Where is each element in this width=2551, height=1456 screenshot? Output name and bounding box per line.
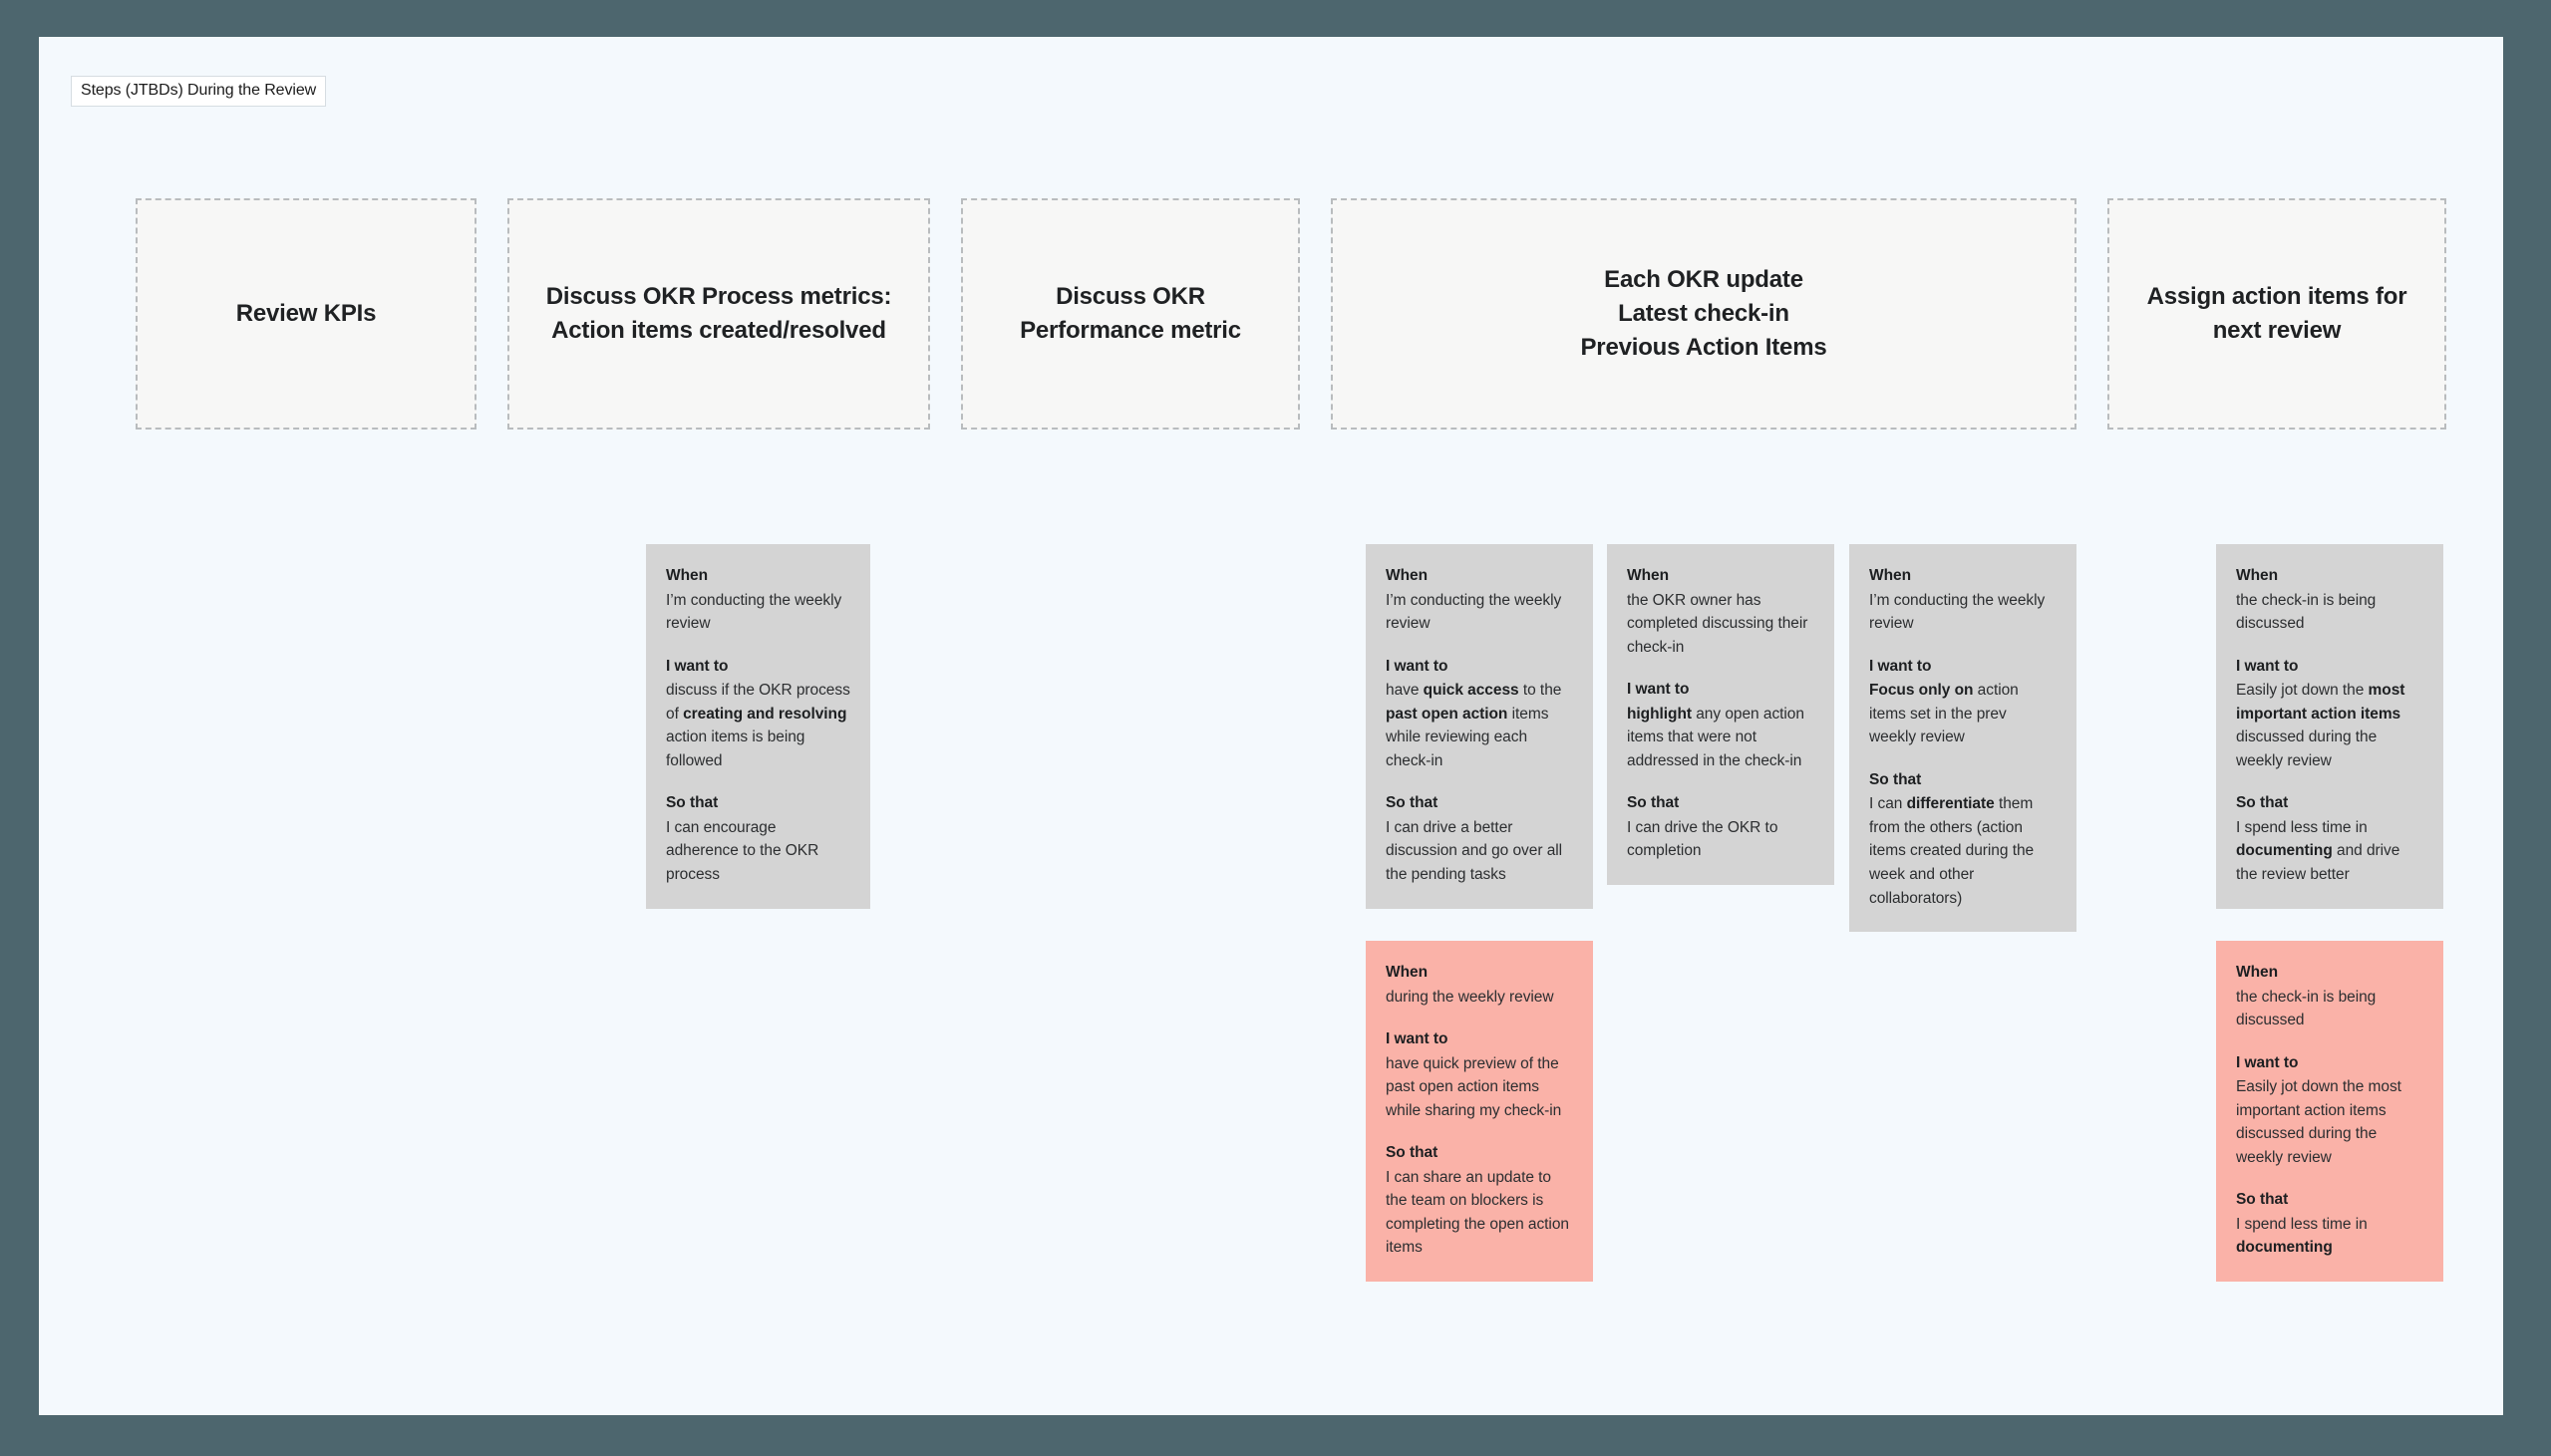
- step-label: Review KPIs: [235, 299, 377, 327]
- story-lead-so-that: So that: [1869, 770, 1922, 788]
- story-lead-so-that: So that: [1386, 1144, 1438, 1162]
- step-box-each-okr-update[interactable]: Each OKR update Latest check-in Previous…: [1331, 198, 2076, 430]
- story-body-when: during the weekly review: [1386, 988, 1554, 1006]
- story-lead-i-want-to: I want to: [1386, 657, 1448, 675]
- story-lead-when: When: [1386, 964, 1428, 981]
- story-body-when: the check-in is being discussed: [2236, 988, 2377, 1029]
- story-block-so-that: So that I can differentiate them from th…: [1869, 768, 2057, 910]
- story-body-i-want-to: discuss if the OKR process of creating a…: [666, 682, 850, 769]
- story-block-i-want-to: I want to have quick access to the past …: [1386, 655, 1573, 773]
- story-card[interactable]: When during the weekly review I want to …: [1366, 941, 1593, 1283]
- story-lead-i-want-to: I want to: [1627, 681, 1690, 699]
- story-lead-so-that: So that: [666, 794, 719, 812]
- step-label: Discuss OKR Performance metric: [1020, 282, 1241, 344]
- story-block-i-want-to: I want to have quick preview of the past…: [1386, 1027, 1573, 1122]
- story-lead-i-want-to: I want to: [666, 657, 729, 675]
- step-box-okr-performance-metric[interactable]: Discuss OKR Performance metric: [961, 198, 1300, 430]
- story-body-i-want-to: have quick access to the past open actio…: [1386, 682, 1562, 769]
- story-block-when: When the check-in is being discussed: [2236, 564, 2423, 636]
- story-lead-so-that: So that: [2236, 1191, 2289, 1209]
- story-lead-when: When: [2236, 567, 2278, 584]
- step-box-review-kpis[interactable]: Review KPIs: [136, 198, 477, 430]
- story-card[interactable]: When the OKR owner has completed discuss…: [1607, 544, 1834, 886]
- step-box-okr-process-metrics[interactable]: Discuss OKR Process metrics: Action item…: [507, 198, 930, 430]
- story-block-when: When I’m conducting the weekly review: [666, 564, 850, 636]
- story-lead-i-want-to: I want to: [2236, 657, 2299, 675]
- story-block-when: When I’m conducting the weekly review: [1869, 564, 2057, 636]
- story-body-i-want-to: have quick preview of the past open acti…: [1386, 1054, 1562, 1119]
- story-block-when: When during the weekly review: [1386, 961, 1573, 1009]
- frame-title[interactable]: Steps (JTBDs) During the Review: [71, 76, 327, 107]
- step-label: Each OKR update Latest check-in Previous…: [1580, 265, 1827, 362]
- story-block-when: When the OKR owner has completed discuss…: [1627, 564, 1814, 659]
- step-box-assign-action-items[interactable]: Assign action items for next review: [2107, 198, 2446, 430]
- story-block-so-that: So that I can drive a better discussion …: [1386, 791, 1573, 886]
- story-block-i-want-to: I want to Easily jot down the most impor…: [2236, 1051, 2423, 1170]
- story-body-so-that: I spend less time in documenting: [2236, 1215, 2368, 1257]
- story-block-so-that: So that I can encourage adherence to the…: [666, 791, 850, 886]
- story-body-when: I’m conducting the weekly review: [1869, 591, 2046, 633]
- story-block-i-want-to: I want to Focus only on action items set…: [1869, 655, 2057, 749]
- story-lead-so-that: So that: [1627, 794, 1680, 812]
- story-card[interactable]: When the check-in is being discussed I w…: [2216, 544, 2443, 909]
- story-card[interactable]: When the check-in is being discussed I w…: [2216, 941, 2443, 1283]
- story-body-so-that: I can differentiate them from the others…: [1869, 795, 2035, 907]
- story-block-when: When I’m conducting the weekly review: [1386, 564, 1573, 636]
- story-body-so-that: I can share an update to the team on blo…: [1386, 1168, 1569, 1257]
- story-lead-when: When: [1386, 567, 1428, 584]
- story-body-when: the OKR owner has completed discussing t…: [1627, 591, 1808, 656]
- story-lead-i-want-to: I want to: [1869, 657, 1932, 675]
- story-block-so-that: So that I can drive the OKR to completio…: [1627, 791, 1814, 863]
- story-block-i-want-to: I want to discuss if the OKR process of …: [666, 655, 850, 773]
- story-lead-when: When: [666, 567, 708, 584]
- story-lead-i-want-to: I want to: [1386, 1030, 1448, 1048]
- story-lead-when: When: [1869, 567, 1911, 584]
- story-card[interactable]: When I’m conducting the weekly review I …: [1849, 544, 2076, 933]
- step-label: Discuss OKR Process metrics: Action item…: [545, 282, 892, 344]
- story-block-so-that: So that I spend less time in documenting: [2236, 1188, 2423, 1260]
- story-body-i-want-to: Easily jot down the most important actio…: [2236, 1078, 2401, 1166]
- story-body-so-that: I spend less time in documenting and dri…: [2236, 818, 2400, 884]
- step-label: Assign action items for next review: [2146, 282, 2407, 344]
- story-body-when: I’m conducting the weekly review: [666, 591, 842, 633]
- story-body-i-want-to: highlight any open action items that wer…: [1627, 705, 1804, 769]
- story-body-i-want-to: Easily jot down the most important actio…: [2236, 682, 2405, 769]
- story-card[interactable]: When I’m conducting the weekly review I …: [1366, 544, 1593, 909]
- story-body-so-that: I can encourage adherence to the OKR pro…: [666, 818, 819, 884]
- story-block-i-want-to: I want to Easily jot down the most impor…: [2236, 655, 2423, 773]
- story-body-when: the check-in is being discussed: [2236, 591, 2377, 633]
- story-card[interactable]: When I’m conducting the weekly review I …: [646, 544, 870, 909]
- story-lead-when: When: [1627, 567, 1669, 584]
- story-body-i-want-to: Focus only on action items set in the pr…: [1869, 682, 2019, 746]
- story-lead-so-that: So that: [2236, 794, 2289, 812]
- story-block-so-that: So that I spend less time in documenting…: [2236, 791, 2423, 886]
- story-lead-when: When: [2236, 964, 2278, 981]
- board-canvas: Steps (JTBDs) During the Review Review K…: [39, 37, 2503, 1415]
- story-block-i-want-to: I want to highlight any open action item…: [1627, 678, 1814, 772]
- story-body-when: I’m conducting the weekly review: [1386, 591, 1562, 633]
- story-block-when: When the check-in is being discussed: [2236, 961, 2423, 1032]
- story-body-so-that: I can drive a better discussion and go o…: [1386, 818, 1563, 884]
- story-block-so-that: So that I can share an update to the tea…: [1386, 1141, 1573, 1260]
- story-lead-i-want-to: I want to: [2236, 1053, 2299, 1071]
- story-lead-so-that: So that: [1386, 794, 1438, 812]
- story-body-so-that: I can drive the OKR to completion: [1627, 818, 1778, 860]
